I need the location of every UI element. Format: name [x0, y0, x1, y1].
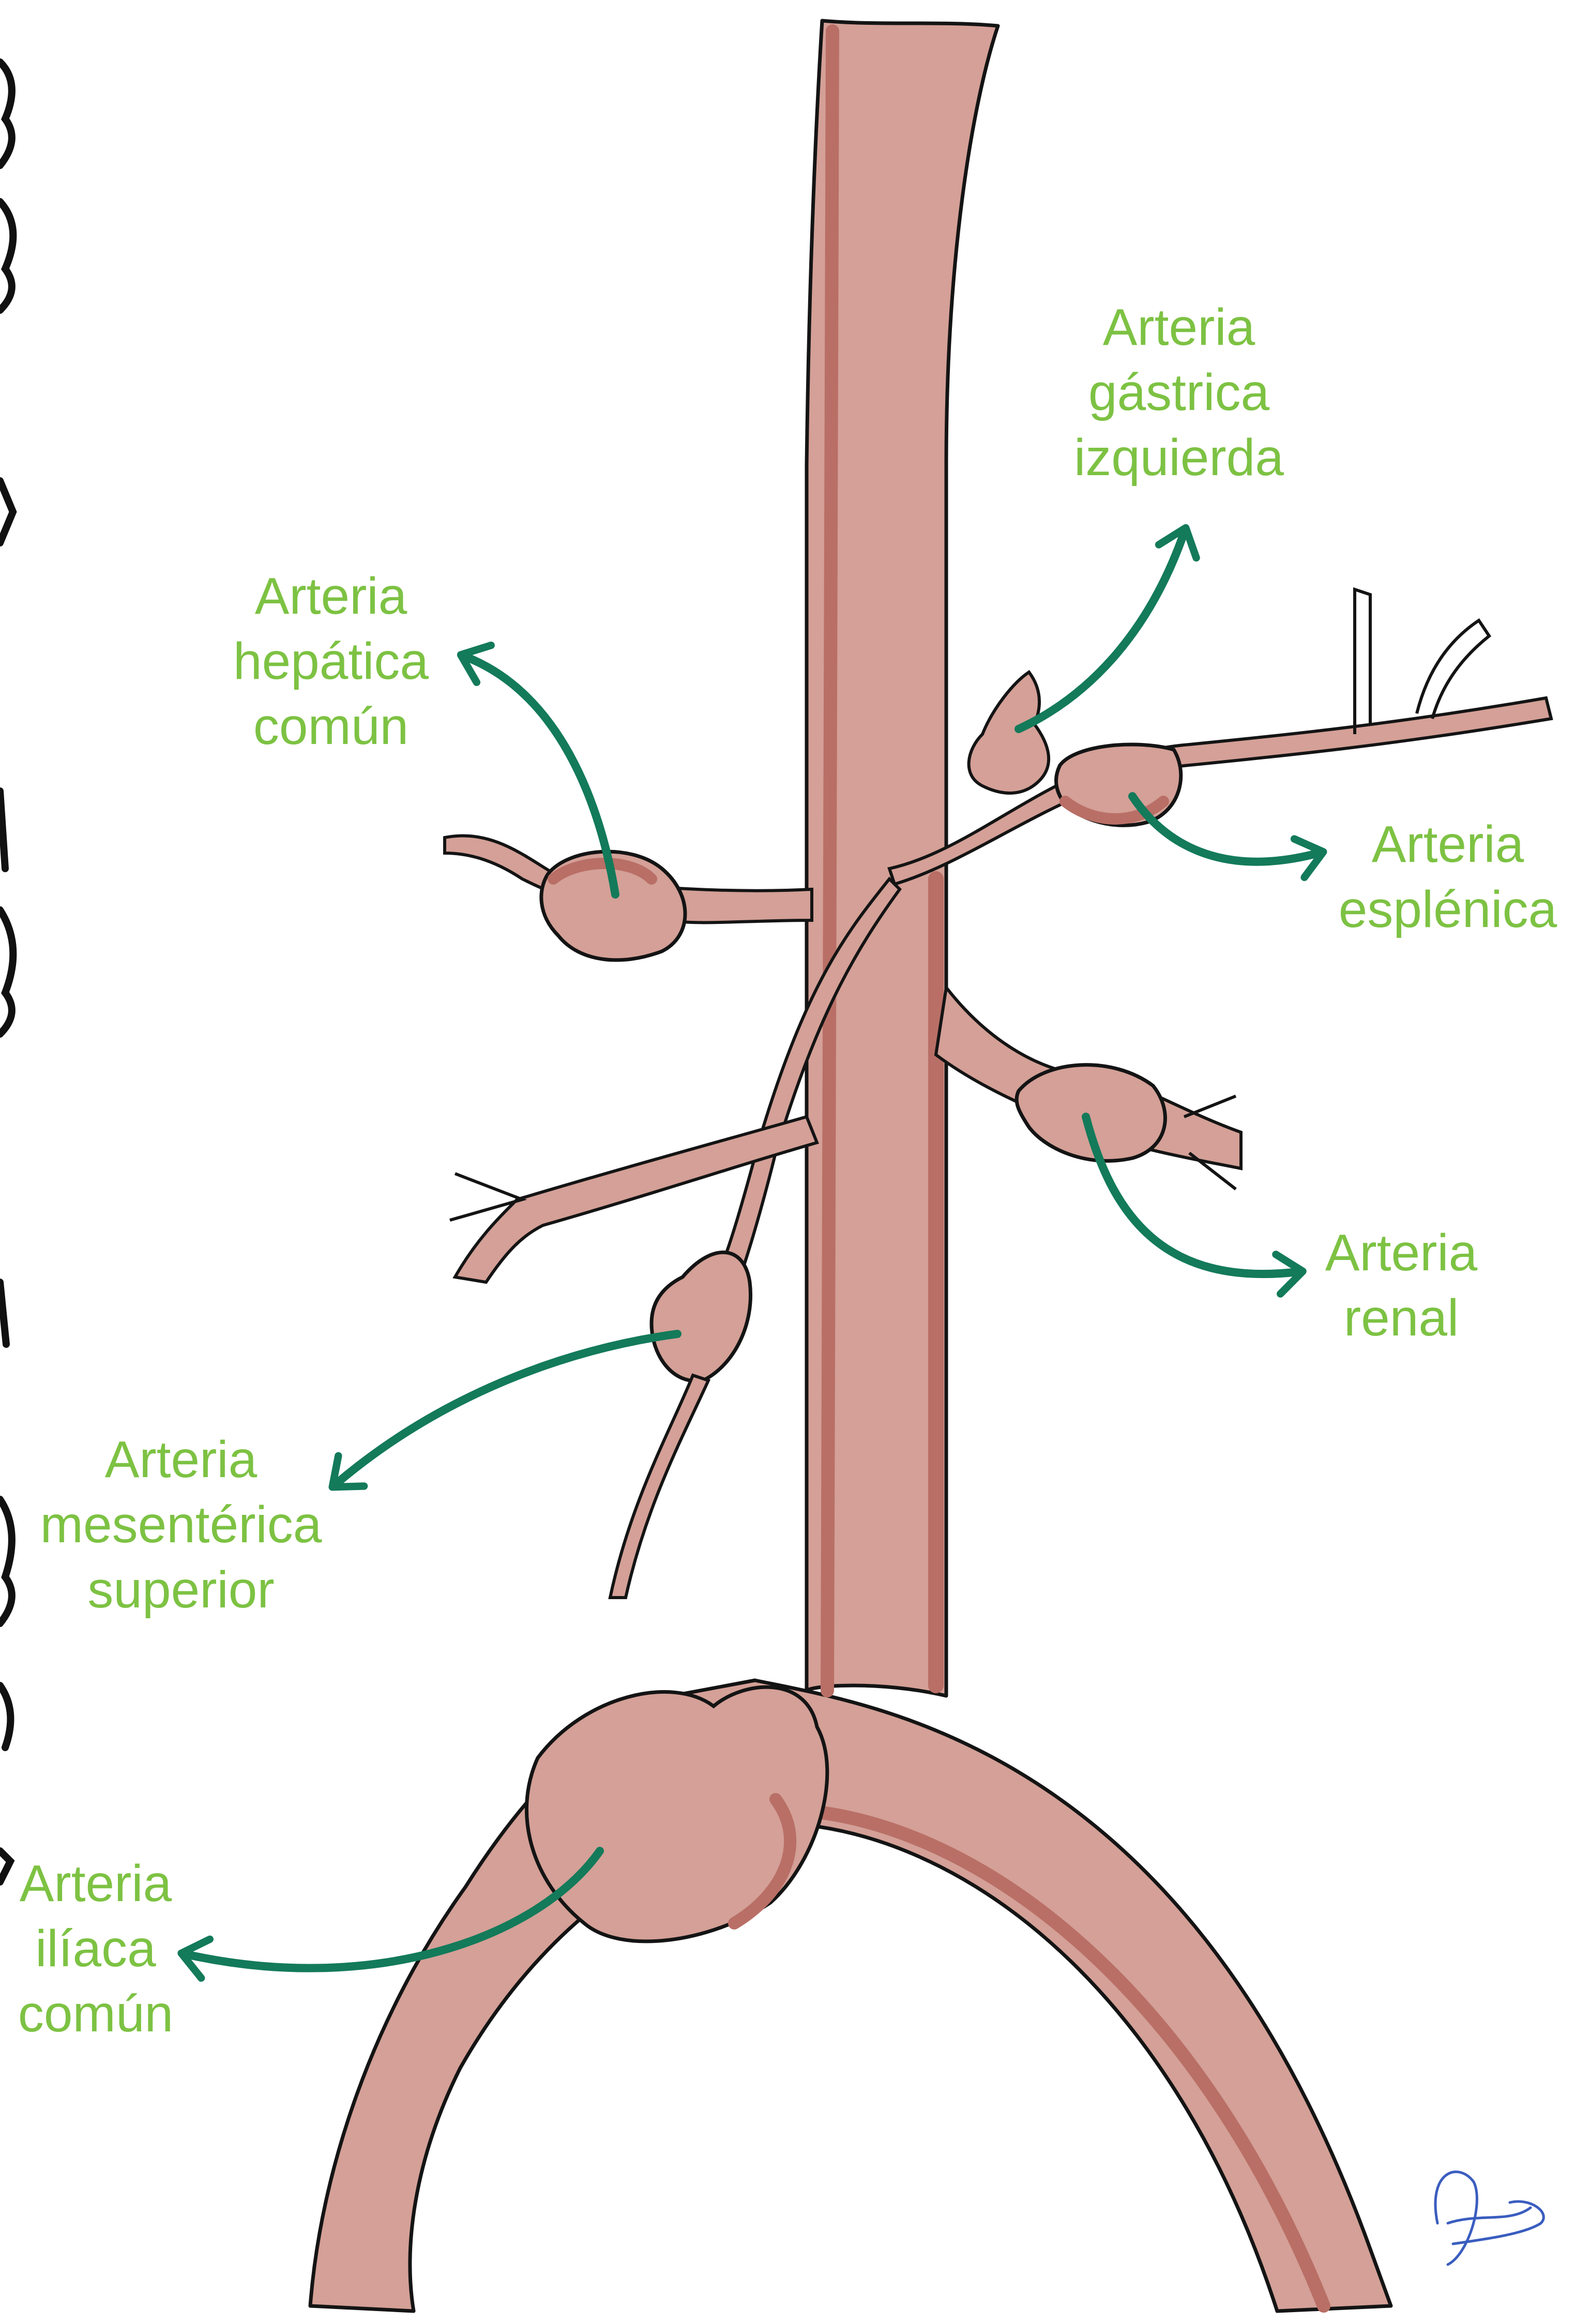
label-arteria-hepatica-comun: Arteria hepática común — [207, 564, 455, 759]
label-line: común — [0, 1981, 191, 2046]
label-line: Arteria — [1034, 295, 1324, 360]
renal-branch — [936, 988, 1241, 1189]
label-line: renal — [1282, 1285, 1520, 1350]
arrow-mesenteric — [336, 1334, 677, 1484]
label-arteria-gastrica-izquierda: Arteria gástrica izquierda — [1034, 295, 1324, 490]
label-arteria-iliaca-comun: Arteria ilíaca común — [0, 1851, 191, 2046]
label-line: ilíaca — [0, 1916, 191, 1981]
artist-signature — [1435, 2172, 1543, 2265]
arrow-gastric — [1019, 533, 1184, 729]
label-line: Arteria — [21, 1427, 341, 1492]
margin-ink-strokes — [0, 62, 13, 1882]
label-line: Arteria — [0, 1851, 191, 1916]
mesenteric-aneurysm — [652, 1252, 751, 1381]
label-line: izquierda — [1034, 425, 1324, 490]
label-arteria-mesenterica-superior: Arteria mesentérica superior — [21, 1427, 341, 1622]
label-line: esplénica — [1313, 877, 1582, 942]
label-line: Arteria — [207, 564, 455, 629]
label-arteria-esplenica: Arteria esplénica — [1313, 812, 1582, 942]
label-line: común — [207, 694, 455, 759]
label-line: gástrica — [1034, 360, 1324, 425]
iliac-bifurcation — [310, 1680, 1391, 2311]
hepatic-branch — [445, 836, 812, 960]
label-line: superior — [21, 1557, 341, 1622]
gastric-aneurysm — [969, 672, 1049, 793]
label-line: Arteria — [1313, 812, 1582, 877]
label-line: hepática — [207, 629, 455, 694]
label-line: Arteria — [1282, 1220, 1520, 1285]
aorta — [807, 21, 998, 1696]
label-arteria-renal: Arteria renal — [1282, 1220, 1520, 1350]
label-line: mesentérica — [21, 1492, 341, 1557]
